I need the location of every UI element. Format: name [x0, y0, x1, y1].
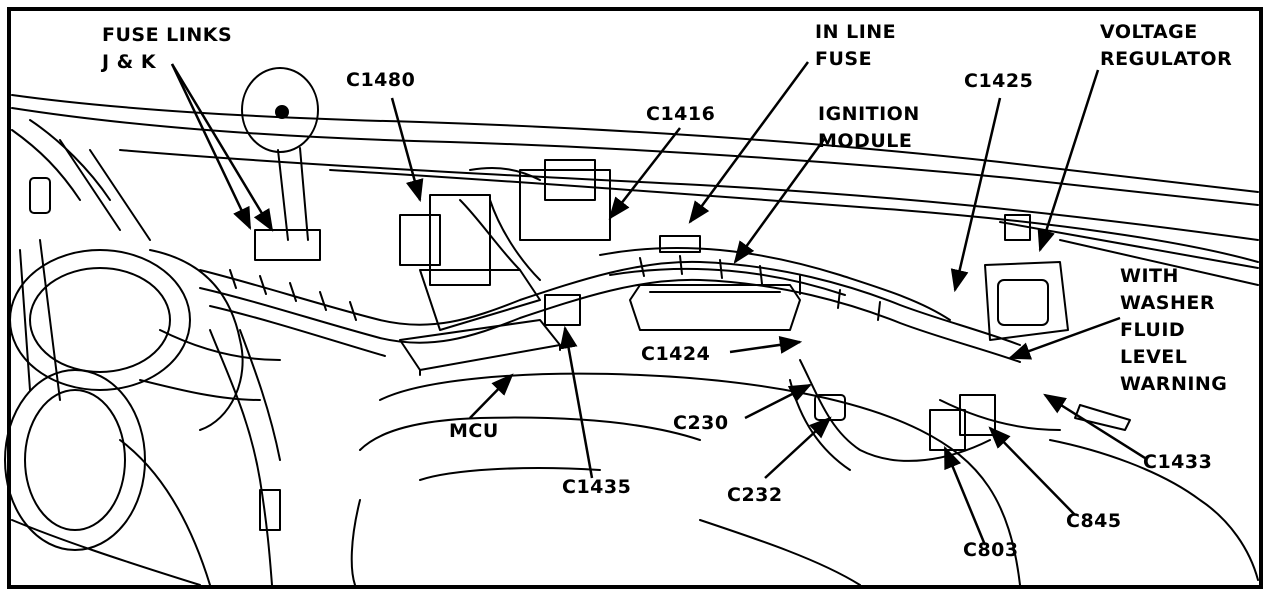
label-voltage: VOLTAGE: [1100, 21, 1198, 43]
arrow-c1480: [390, 97, 424, 203]
label-c230: C230: [673, 412, 729, 434]
arrow-fuse-links-b: [170, 63, 274, 232]
lower-connectors: [814, 394, 1131, 451]
label-level: LEVEL: [1120, 346, 1188, 368]
label-regulator: REGULATOR: [1100, 48, 1233, 70]
dipstick-handle: [241, 67, 321, 261]
frame: [7, 7, 1263, 589]
ignition-module-box: [629, 235, 801, 331]
label-washer: WASHER: [1120, 292, 1216, 314]
arrow-voltage-regulator: [1037, 69, 1100, 253]
arrow-c1435: [559, 325, 594, 479]
arrow-in-line-fuse: [688, 61, 810, 224]
label-c232: C232: [727, 484, 783, 506]
label-fuse: FUSE: [815, 48, 873, 70]
label-c1435: C1435: [562, 476, 632, 498]
label-c1480: C1480: [346, 69, 416, 91]
label-c1416: C1416: [646, 103, 716, 125]
engine-components: [4, 119, 281, 586]
arrow-washer-fluid: [1007, 316, 1121, 360]
wheel-well: [350, 372, 1259, 586]
mcu-box: [399, 319, 561, 376]
label-in-line: IN LINE: [815, 21, 897, 43]
label-fluid: FLUID: [1120, 319, 1186, 341]
label-fuse-links-jk: J & K: [102, 51, 157, 73]
label-ignition: IGNITION: [818, 103, 920, 125]
arrow-c1416: [608, 127, 681, 220]
label-mcu: MCU: [449, 420, 499, 442]
arrow-mcu: [469, 373, 514, 419]
arrow-c1425: [950, 97, 1002, 293]
arrow-c845: [988, 426, 1076, 516]
leader-arrows: [170, 61, 1146, 546]
arrow-c232: [764, 416, 832, 479]
label-c1425: C1425: [964, 70, 1034, 92]
label-fuse-links: FUSE LINKS: [102, 24, 233, 46]
label-with: WITH: [1120, 265, 1179, 287]
connector-cluster: [399, 159, 611, 331]
label-module: MODULE: [818, 130, 913, 152]
label-c845: C845: [1066, 510, 1122, 532]
label-c1433: C1433: [1143, 451, 1213, 473]
label-warning: WARNING: [1120, 373, 1228, 395]
arrow-fuse-links-a: [170, 63, 252, 231]
label-c803: C803: [963, 539, 1019, 561]
label-c1424: C1424: [641, 343, 711, 365]
arrow-c230: [744, 383, 813, 420]
arrow-c1424: [729, 335, 803, 354]
wire-harness: [139, 246, 1061, 586]
fender-outline: [11, 94, 1259, 286]
arrow-c803: [943, 445, 987, 546]
voltage-regulator-box: [984, 214, 1069, 341]
arrow-ignition-module: [733, 137, 827, 264]
arrow-c1433: [1043, 393, 1146, 460]
